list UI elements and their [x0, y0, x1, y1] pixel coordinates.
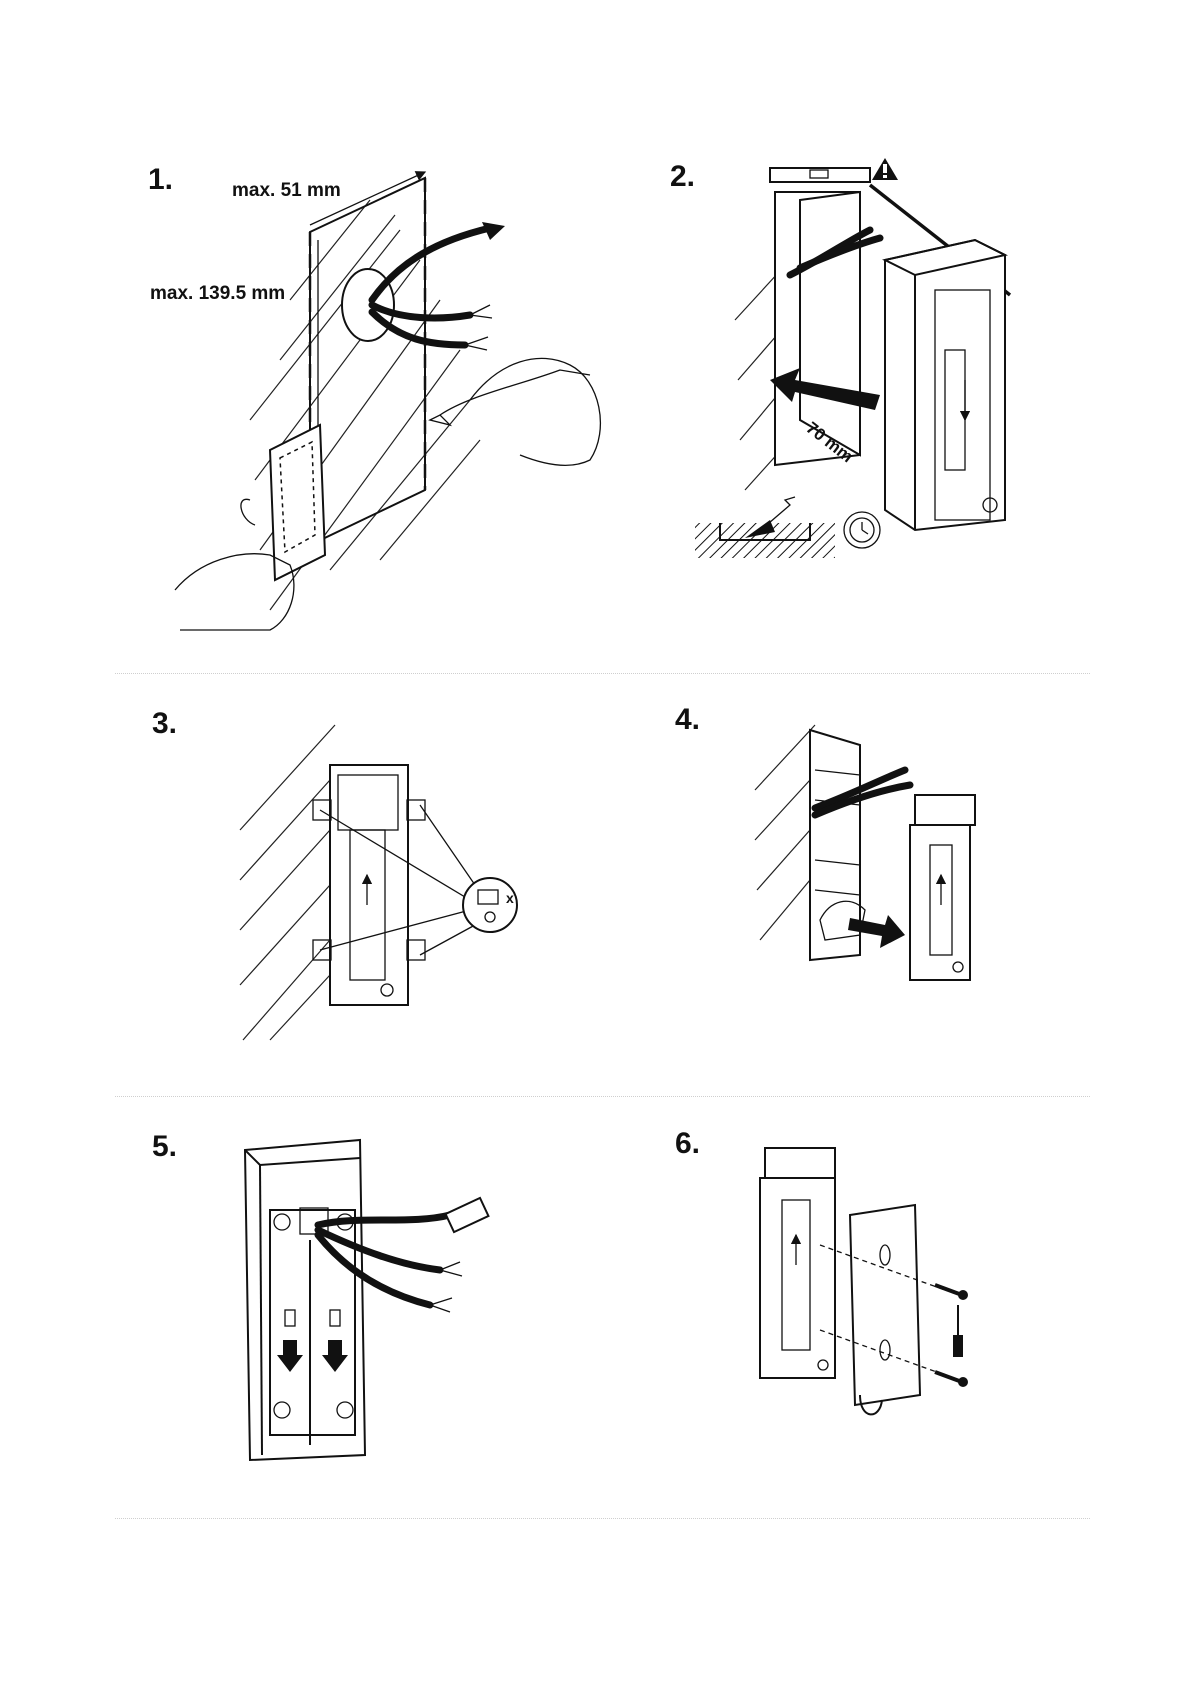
screwdriver-icon	[953, 1305, 963, 1357]
hand-icon	[470, 358, 600, 465]
ethernet-plug-icon	[446, 1198, 489, 1232]
clock-icon	[844, 512, 880, 548]
screw-icon	[935, 1372, 968, 1387]
step-4-illustration	[755, 725, 975, 980]
step-6-illustration	[760, 1148, 968, 1414]
step-1-illustration	[175, 172, 600, 630]
screw-icon	[935, 1285, 968, 1300]
drilling-template	[270, 425, 325, 580]
step-2-illustration: 70 mm	[695, 158, 1010, 558]
step-3-illustration: x	[240, 725, 517, 1040]
warning-icon	[872, 158, 898, 180]
mark-label: x	[506, 890, 514, 906]
step-5-illustration	[245, 1140, 488, 1460]
